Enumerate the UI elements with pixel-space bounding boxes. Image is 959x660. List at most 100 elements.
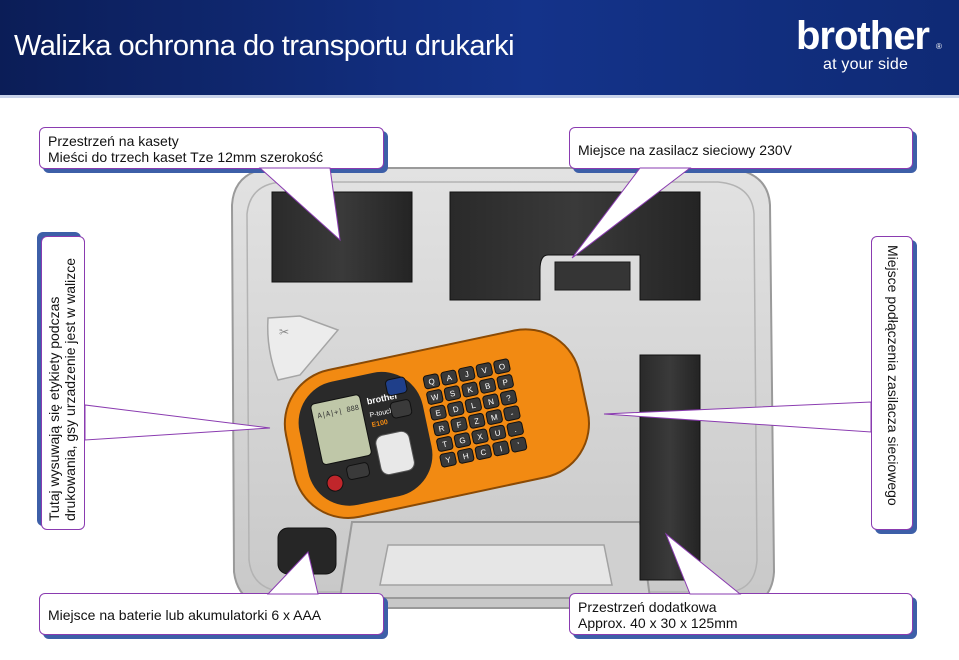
key-label: A: [446, 373, 454, 383]
key-label: X: [477, 432, 485, 442]
callout-cassette-space: Przestrzeń na kasety Mieści do trzech ka…: [39, 127, 384, 169]
brand-logo: brother ® at your side: [796, 14, 946, 78]
callout-power-socket-text: Miejsce podłączenia zasilacza sieciowego: [885, 245, 901, 506]
header-divider: [0, 95, 959, 98]
key-label: P: [502, 378, 509, 388]
key-label: -: [510, 409, 515, 418]
key: [422, 373, 441, 390]
key-label: D: [452, 404, 460, 414]
callout-extra-space-title: Przestrzeń dodatkowa: [578, 599, 717, 615]
key: [506, 421, 524, 437]
print-key: [385, 376, 408, 396]
battery-compartment: [277, 527, 337, 575]
key: [461, 381, 479, 398]
menu-key: [346, 462, 371, 480]
printer-display: [310, 394, 372, 465]
key: [440, 369, 458, 386]
clear-key: [389, 399, 413, 419]
brand-tagline: at your side: [823, 56, 909, 73]
key-label: I: [499, 444, 503, 453]
key: [439, 451, 457, 468]
key-label: C: [480, 448, 488, 458]
callout-ac-adapter-text: Miejsce na zasilacz sieciowy 230V: [578, 142, 792, 158]
key-label: O: [498, 362, 506, 372]
key: [499, 389, 518, 406]
label-printer: A|A|+| 888 brother P-touch E100 QWERTYAS…: [283, 328, 590, 519]
key-label: J: [464, 370, 470, 380]
key-label: G: [459, 436, 467, 446]
callout-cassette-detail: Mieści do trzech kaset Tze 12mm szerokoś…: [48, 149, 324, 165]
key: [474, 444, 492, 460]
key-label: M: [490, 412, 499, 422]
callout-label-exit-line2: drukowania, gsy urzadzenie jest w walizc…: [62, 257, 78, 521]
key-label: U: [494, 428, 502, 438]
key: [488, 424, 507, 441]
key: [429, 404, 447, 421]
callout-batteries: Miejsce na baterie lub akumulatorki 6 x …: [39, 593, 384, 635]
key-label: ': [517, 440, 521, 449]
key-label: H: [462, 451, 470, 461]
key: [496, 374, 514, 390]
label-exit-slot: [266, 315, 340, 381]
callout-extra-space-size: Approx. 40 x 30 x 125mm: [578, 615, 738, 631]
scissors-icon: ✂: [279, 325, 289, 339]
callout-label-exit: Tutaj wysuwają się etykiety podczas druk…: [41, 236, 85, 530]
page-title: Walizka ochronna do transportu drukarki: [14, 30, 515, 62]
extra-space-compartment: [639, 354, 701, 581]
key: [436, 436, 454, 452]
device-model-code: E100: [371, 419, 389, 429]
key-label: Z: [473, 416, 480, 426]
key-label: B: [484, 381, 491, 391]
key-label: F: [456, 420, 463, 430]
key: [450, 416, 468, 433]
key: [479, 377, 497, 394]
key: [485, 409, 503, 425]
key-label: Q: [428, 377, 436, 387]
key-label: .: [513, 425, 517, 434]
cassette-compartment: [271, 191, 413, 283]
key: [458, 366, 476, 382]
device-model: P-touch: [369, 407, 394, 419]
callout-label-exit-line1: Tutaj wysuwają się etykiety podczas: [46, 296, 62, 521]
key: [471, 428, 489, 445]
key-label: T: [442, 440, 449, 450]
key: [493, 358, 511, 375]
key: [503, 405, 521, 422]
callout-ac-adapter: Miejsce na zasilacz sieciowy 230V: [569, 127, 913, 169]
key-label: E: [435, 408, 442, 418]
power-button: [326, 474, 344, 492]
registered-mark-icon: ®: [936, 42, 942, 51]
key: [492, 440, 510, 457]
key-label: V: [481, 366, 489, 376]
key: [475, 362, 493, 378]
key-label: ?: [506, 393, 513, 403]
key: [464, 397, 482, 414]
key: [457, 447, 475, 464]
key-label: W: [430, 392, 440, 402]
key: [509, 436, 528, 453]
key-label: K: [467, 385, 475, 395]
callout-extra-space: Przestrzeń dodatkowa Approx. 40 x 30 x 1…: [569, 593, 913, 635]
key-label: R: [438, 424, 446, 434]
callout-batteries-text: Miejsce na baterie lub akumulatorki 6 x …: [48, 607, 322, 623]
key: [482, 393, 500, 410]
key-label: L: [470, 401, 477, 411]
key-label: N: [487, 397, 495, 407]
key: [432, 420, 451, 437]
key-label: Y: [445, 455, 453, 465]
case-handle-grip: [379, 544, 613, 586]
key-label: S: [449, 389, 456, 399]
key: [443, 385, 462, 402]
key: [453, 432, 472, 449]
key: [426, 389, 444, 405]
key: [468, 412, 486, 429]
adapter-compartment-inner: [554, 261, 631, 291]
key: [447, 401, 465, 417]
dpad-button: [375, 430, 415, 476]
brand-logo-wordmark: brother: [796, 14, 930, 58]
header-banner: [0, 0, 959, 95]
callout-cassette-title: Przestrzeń na kasety: [48, 133, 179, 149]
callout-power-socket: Miejsce podłączenia zasilacza sieciowego: [871, 236, 913, 530]
